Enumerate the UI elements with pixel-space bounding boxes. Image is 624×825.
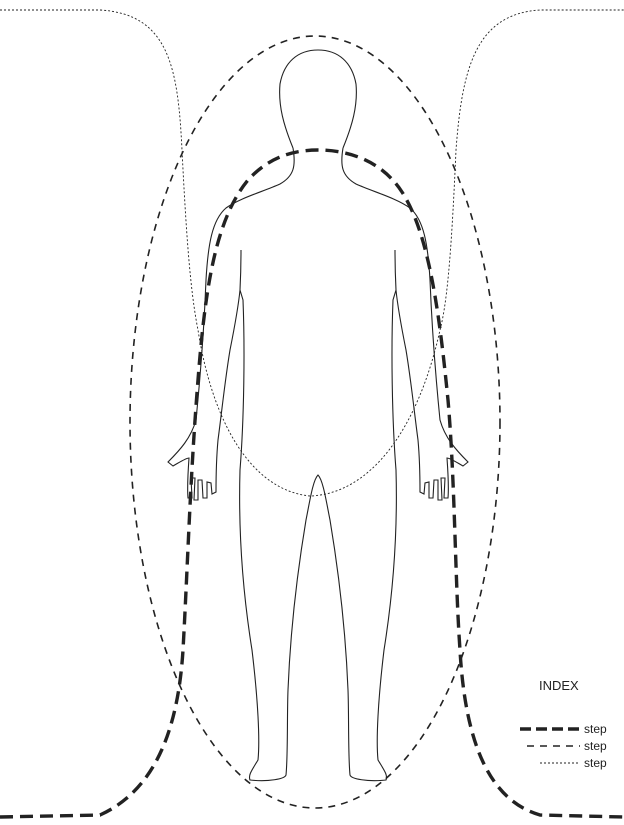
legend-label-1: step [584,722,607,736]
legend-label-2: step [584,739,607,753]
right-inner-arm-line [395,250,396,290]
zone-boundaries [0,10,624,817]
left-inner-arm-line [240,250,241,290]
legend-label-3: step [584,756,607,770]
legend-title: INDEX [539,678,579,693]
fine-dash-boundary [0,10,624,496]
head-outline [280,50,357,148]
medium-dash-boundary [130,36,500,808]
legend: INDEX step step step [520,678,607,770]
human-figure [168,50,468,781]
thick-dash-boundary [0,150,624,817]
